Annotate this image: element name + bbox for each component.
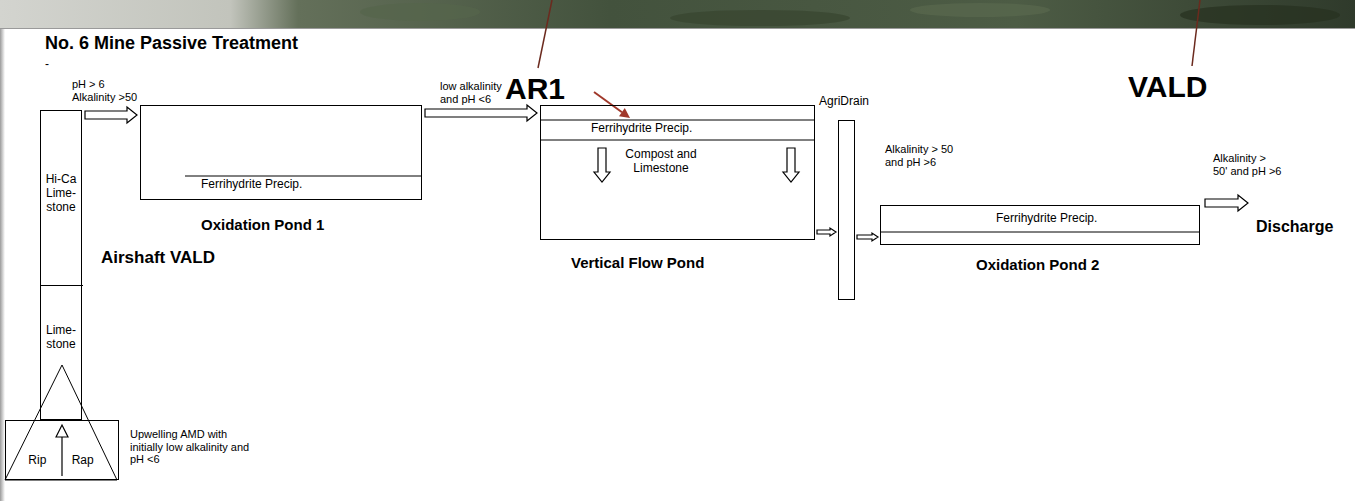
riprap-label: Rip Rap: [6, 454, 116, 468]
agridrain-box: AgriDrain: [838, 120, 855, 300]
node-detail: [6, 421, 118, 479]
photo-texture: [1180, 5, 1340, 25]
layer-label: Ferrihydrite Precip.: [996, 212, 1097, 226]
site-label: VALD: [1128, 70, 1207, 105]
photo-texture: [360, 3, 480, 21]
site-label: AR1: [505, 72, 565, 107]
vertical-flow-pond: Ferrihydrite Precip. Compost and Limeston…: [540, 105, 815, 240]
limestone-section: Hi-Ca Lime- stone: [41, 111, 83, 286]
upwelling-arrowhead: [56, 425, 68, 437]
pond-heading: Vertical Flow Pond: [571, 254, 704, 271]
precipitate-layer: [881, 232, 1199, 233]
flow-arrow: [425, 105, 537, 121]
layer-label: Ferrihydrite Precip.: [591, 122, 692, 136]
vald-heading: Airshaft VALD: [101, 248, 215, 268]
limestone-section: Lime- stone: [41, 286, 83, 419]
pointer-arrowhead: [619, 108, 630, 118]
riprap-base: Rip Rap: [5, 420, 119, 480]
panel-edge: [0, 28, 1355, 29]
downflow-arrow: [594, 148, 610, 182]
precipitate-layer: [541, 120, 814, 121]
site-photo: [0, 0, 1355, 30]
white-panel: [0, 28, 1355, 501]
flow-arrow: [817, 228, 836, 236]
pond-heading: Oxidation Pond 1: [201, 216, 324, 233]
flow-note: low alkalinity and pH <6: [440, 80, 512, 105]
flow-note: pH > 6 Alkalinity >50: [72, 78, 142, 103]
downflow-arrow: [783, 148, 799, 182]
flow-note: Alkalinity > 50 and pH >6: [885, 143, 963, 168]
oxidation-pond: Ferrihydrite Precip.Oxidation Pond 1: [140, 105, 422, 200]
leader-line: [1192, 0, 1200, 66]
pointer-arrow: [594, 92, 622, 112]
pond-heading: Oxidation Pond 2: [976, 256, 1099, 273]
flow-note: Alkalinity > 50' and pH >6: [1213, 152, 1283, 177]
discharge-label: Discharge: [1256, 218, 1333, 236]
media-label: Compost and Limestone: [621, 148, 701, 176]
vald-column: Hi-Ca Lime- stoneLime- stoneAirshaft VAL…: [40, 110, 82, 420]
section-label: Hi-Ca Lime- stone: [41, 173, 81, 214]
precipitate-layer: [541, 140, 814, 141]
subtitle-mark: -: [45, 58, 49, 72]
riprap-mound: [5, 365, 117, 480]
layer-label: Ferrihydrite Precip.: [201, 178, 302, 192]
photo-texture: [670, 10, 850, 26]
flow-arrow: [85, 107, 137, 123]
diagram-title: No. 6 Mine Passive Treatment: [45, 33, 298, 54]
source-note: Upwelling AMD with initially low alkalin…: [130, 428, 255, 466]
photo-texture: [910, 3, 1050, 17]
discharge-arrow: [1205, 195, 1248, 211]
leader-line: [538, 0, 552, 68]
section-label: Lime- stone: [41, 324, 81, 352]
oxidation-pond: Ferrihydrite Precip.Oxidation Pond 2: [880, 205, 1200, 245]
precipitate-layer: [185, 176, 421, 177]
agridrain-heading: AgriDrain: [819, 95, 869, 109]
flow-arrow: [857, 233, 878, 241]
